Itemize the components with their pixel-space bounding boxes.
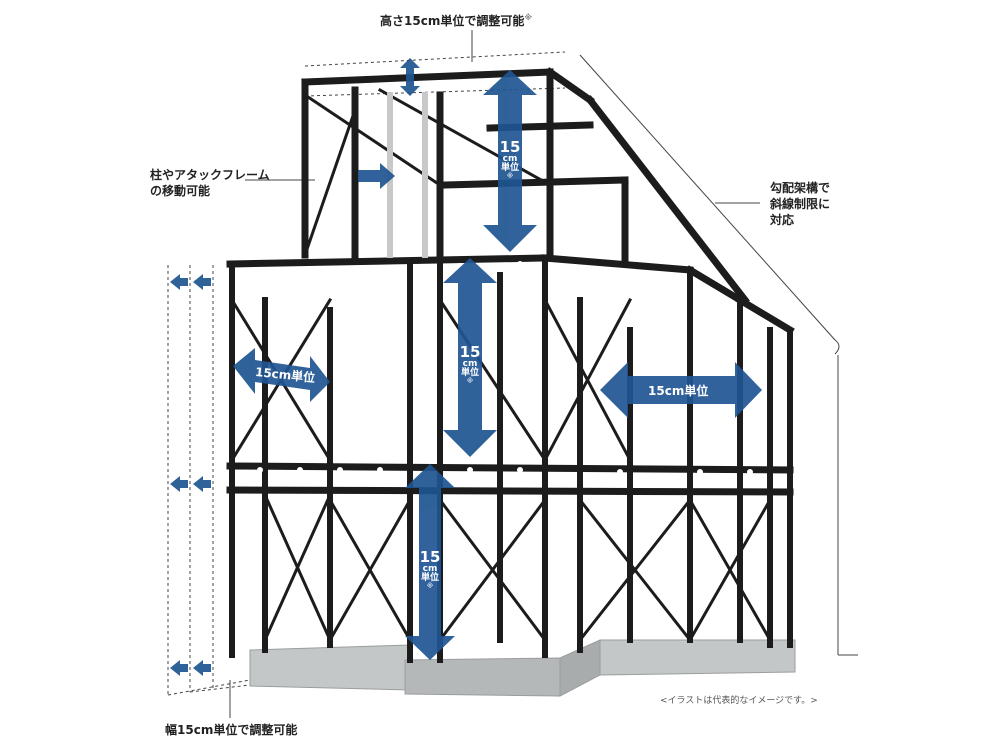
middle-vertical-arrow [443,258,497,457]
slope-label: 勾配架構で斜線制限に対応 [770,181,831,227]
top-small-vertical-arrow [400,58,420,96]
column-move-arrow [358,163,395,189]
illustration-note: <イラストは代表的なイメージです。> [660,696,818,706]
width-arrows [170,274,211,676]
width-adjust-label: 幅15cm単位で調整可能 [165,723,298,737]
top-vertical-arrow [483,70,537,252]
column-move-label: 柱やアタックフレームの移動可能 [150,168,270,198]
foundation [249,639,796,697]
right-horizontal-arrow [600,362,762,418]
right-horizontal-arrow-label: 15cm単位 [648,384,709,398]
bottom-vertical-arrow [405,464,455,660]
height-adjust-label: 高さ15cm単位で調整可能※ [380,13,533,28]
left-horizontal-arrow [233,348,330,402]
adjust-arrows [170,58,762,676]
